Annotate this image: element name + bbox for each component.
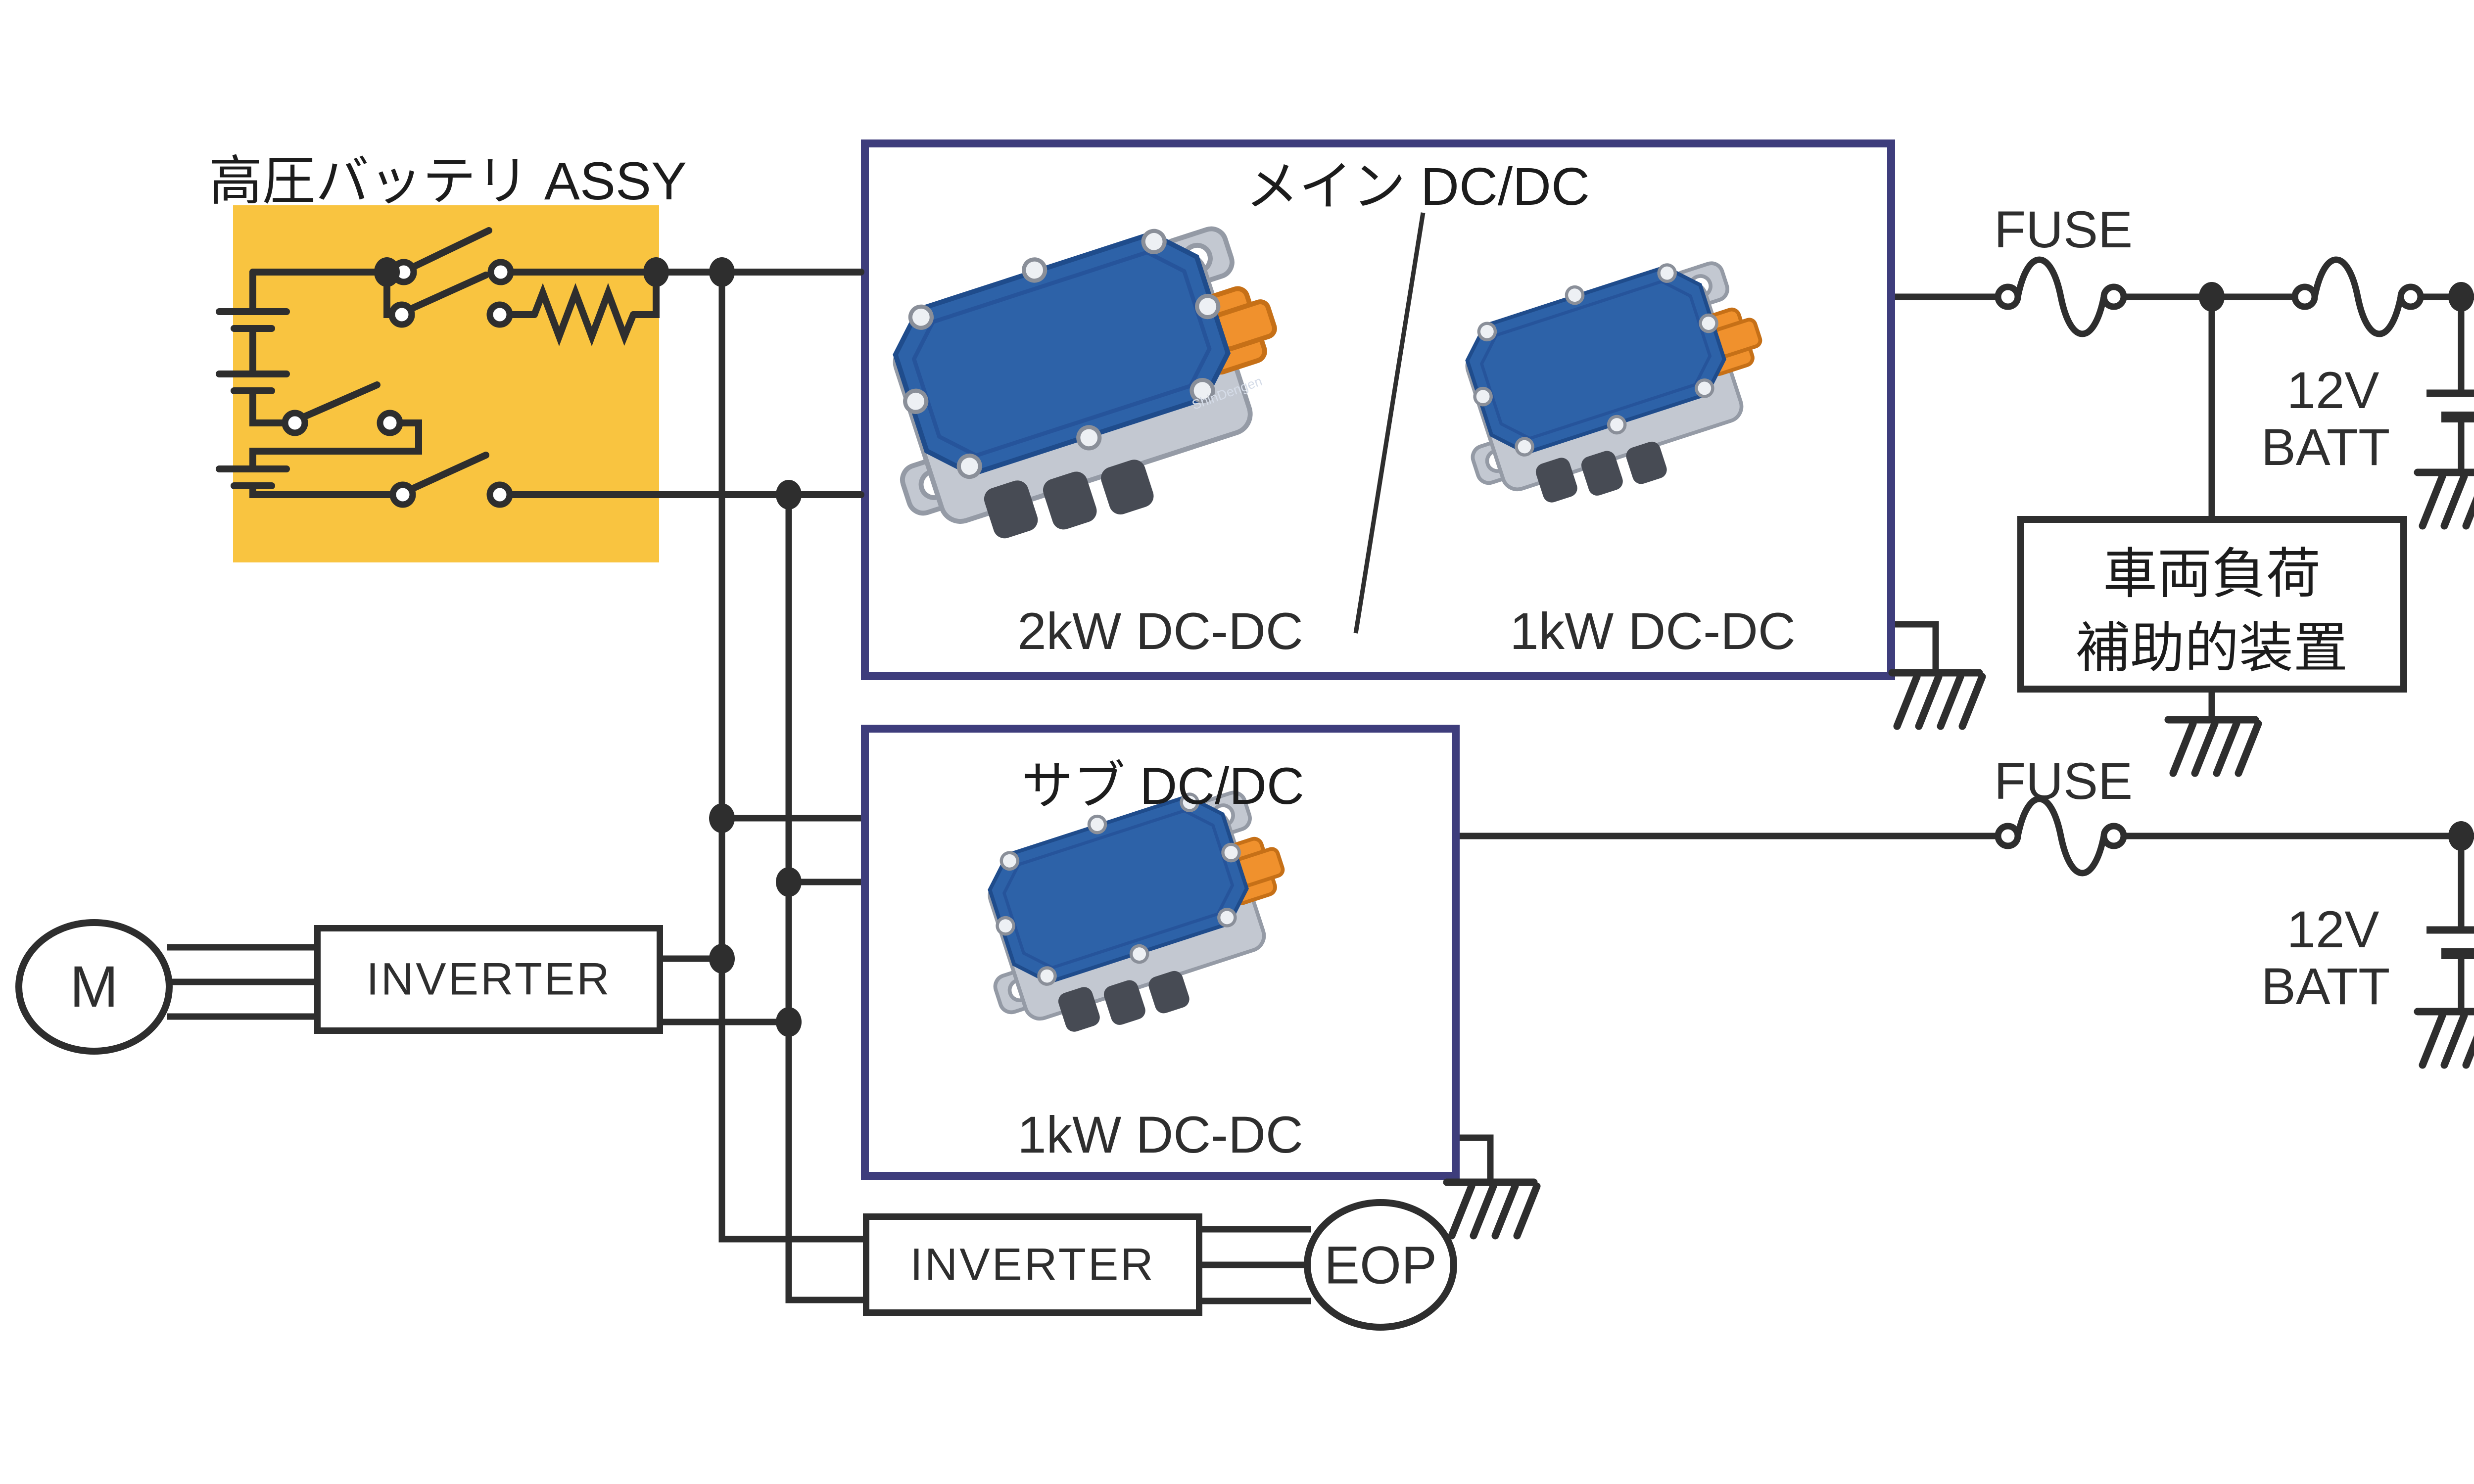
load-aux-box bbox=[2017, 516, 2407, 693]
eop-circle bbox=[1304, 1199, 1457, 1331]
ground-batt-top bbox=[2418, 472, 2474, 526]
aux-load-line1: 車両負荷 bbox=[2103, 544, 2321, 604]
hv-battery-assy-box bbox=[233, 205, 659, 562]
batt-bottom-label-batt: BATT bbox=[2261, 958, 2390, 1016]
unit-divider-line bbox=[1353, 212, 1426, 634]
inverter-bottom-box bbox=[863, 1213, 1202, 1316]
hv-battery-circuit bbox=[216, 227, 864, 498]
batt-bottom-label-12v: 12V bbox=[2286, 901, 2379, 959]
inverter-left-label: INVERTER bbox=[366, 954, 612, 1005]
main-dcdc-title: メイン DC/DC bbox=[1245, 156, 1590, 216]
aux-load-line2: 補助的装置 bbox=[2076, 618, 2348, 679]
ground-aux-load bbox=[2168, 720, 2258, 773]
ground-batt-bottom bbox=[2418, 1012, 2474, 1065]
batt-top-label-12v: 12V bbox=[2286, 362, 2379, 419]
battery-12v-top-icon bbox=[2426, 393, 2474, 417]
ground-sub-dcdc bbox=[1447, 1182, 1537, 1236]
fuse-top2-icon bbox=[2295, 260, 2421, 334]
fuse-top-label: FUSE bbox=[1994, 201, 2133, 259]
dc-bus-wiring bbox=[167, 272, 1311, 1304]
hv-battery-label: 高圧バッテリ ASSY bbox=[208, 151, 687, 211]
unit-1kw-main-image bbox=[1432, 237, 1792, 531]
motor-label: M bbox=[69, 954, 119, 1020]
fuse-bottom-label: FUSE bbox=[1994, 752, 2133, 810]
inverter-left-box bbox=[314, 925, 663, 1034]
battery-12v-bottom-icon bbox=[2426, 930, 2474, 954]
label-1kw-dcdc-main: 1kW DC-DC bbox=[1510, 603, 1796, 660]
label-1kw-dcdc-sub: 1kW DC-DC bbox=[1017, 1106, 1303, 1164]
label-2kw-dcdc: 2kW DC-DC bbox=[1017, 603, 1303, 660]
eop-label: EOP bbox=[1324, 1235, 1437, 1295]
batt-top-label-batt: BATT bbox=[2261, 418, 2390, 476]
junction-dots bbox=[374, 257, 2474, 1037]
fuse-top-icon bbox=[1998, 260, 2124, 334]
motor-circle bbox=[15, 919, 173, 1055]
contactor-contacts bbox=[282, 259, 514, 508]
inverter-bottom-label: INVERTER bbox=[910, 1239, 1155, 1290]
sub-dcdc-title: サブ DC/DC bbox=[1021, 757, 1304, 815]
ground-main-dcdc bbox=[1892, 673, 1982, 726]
